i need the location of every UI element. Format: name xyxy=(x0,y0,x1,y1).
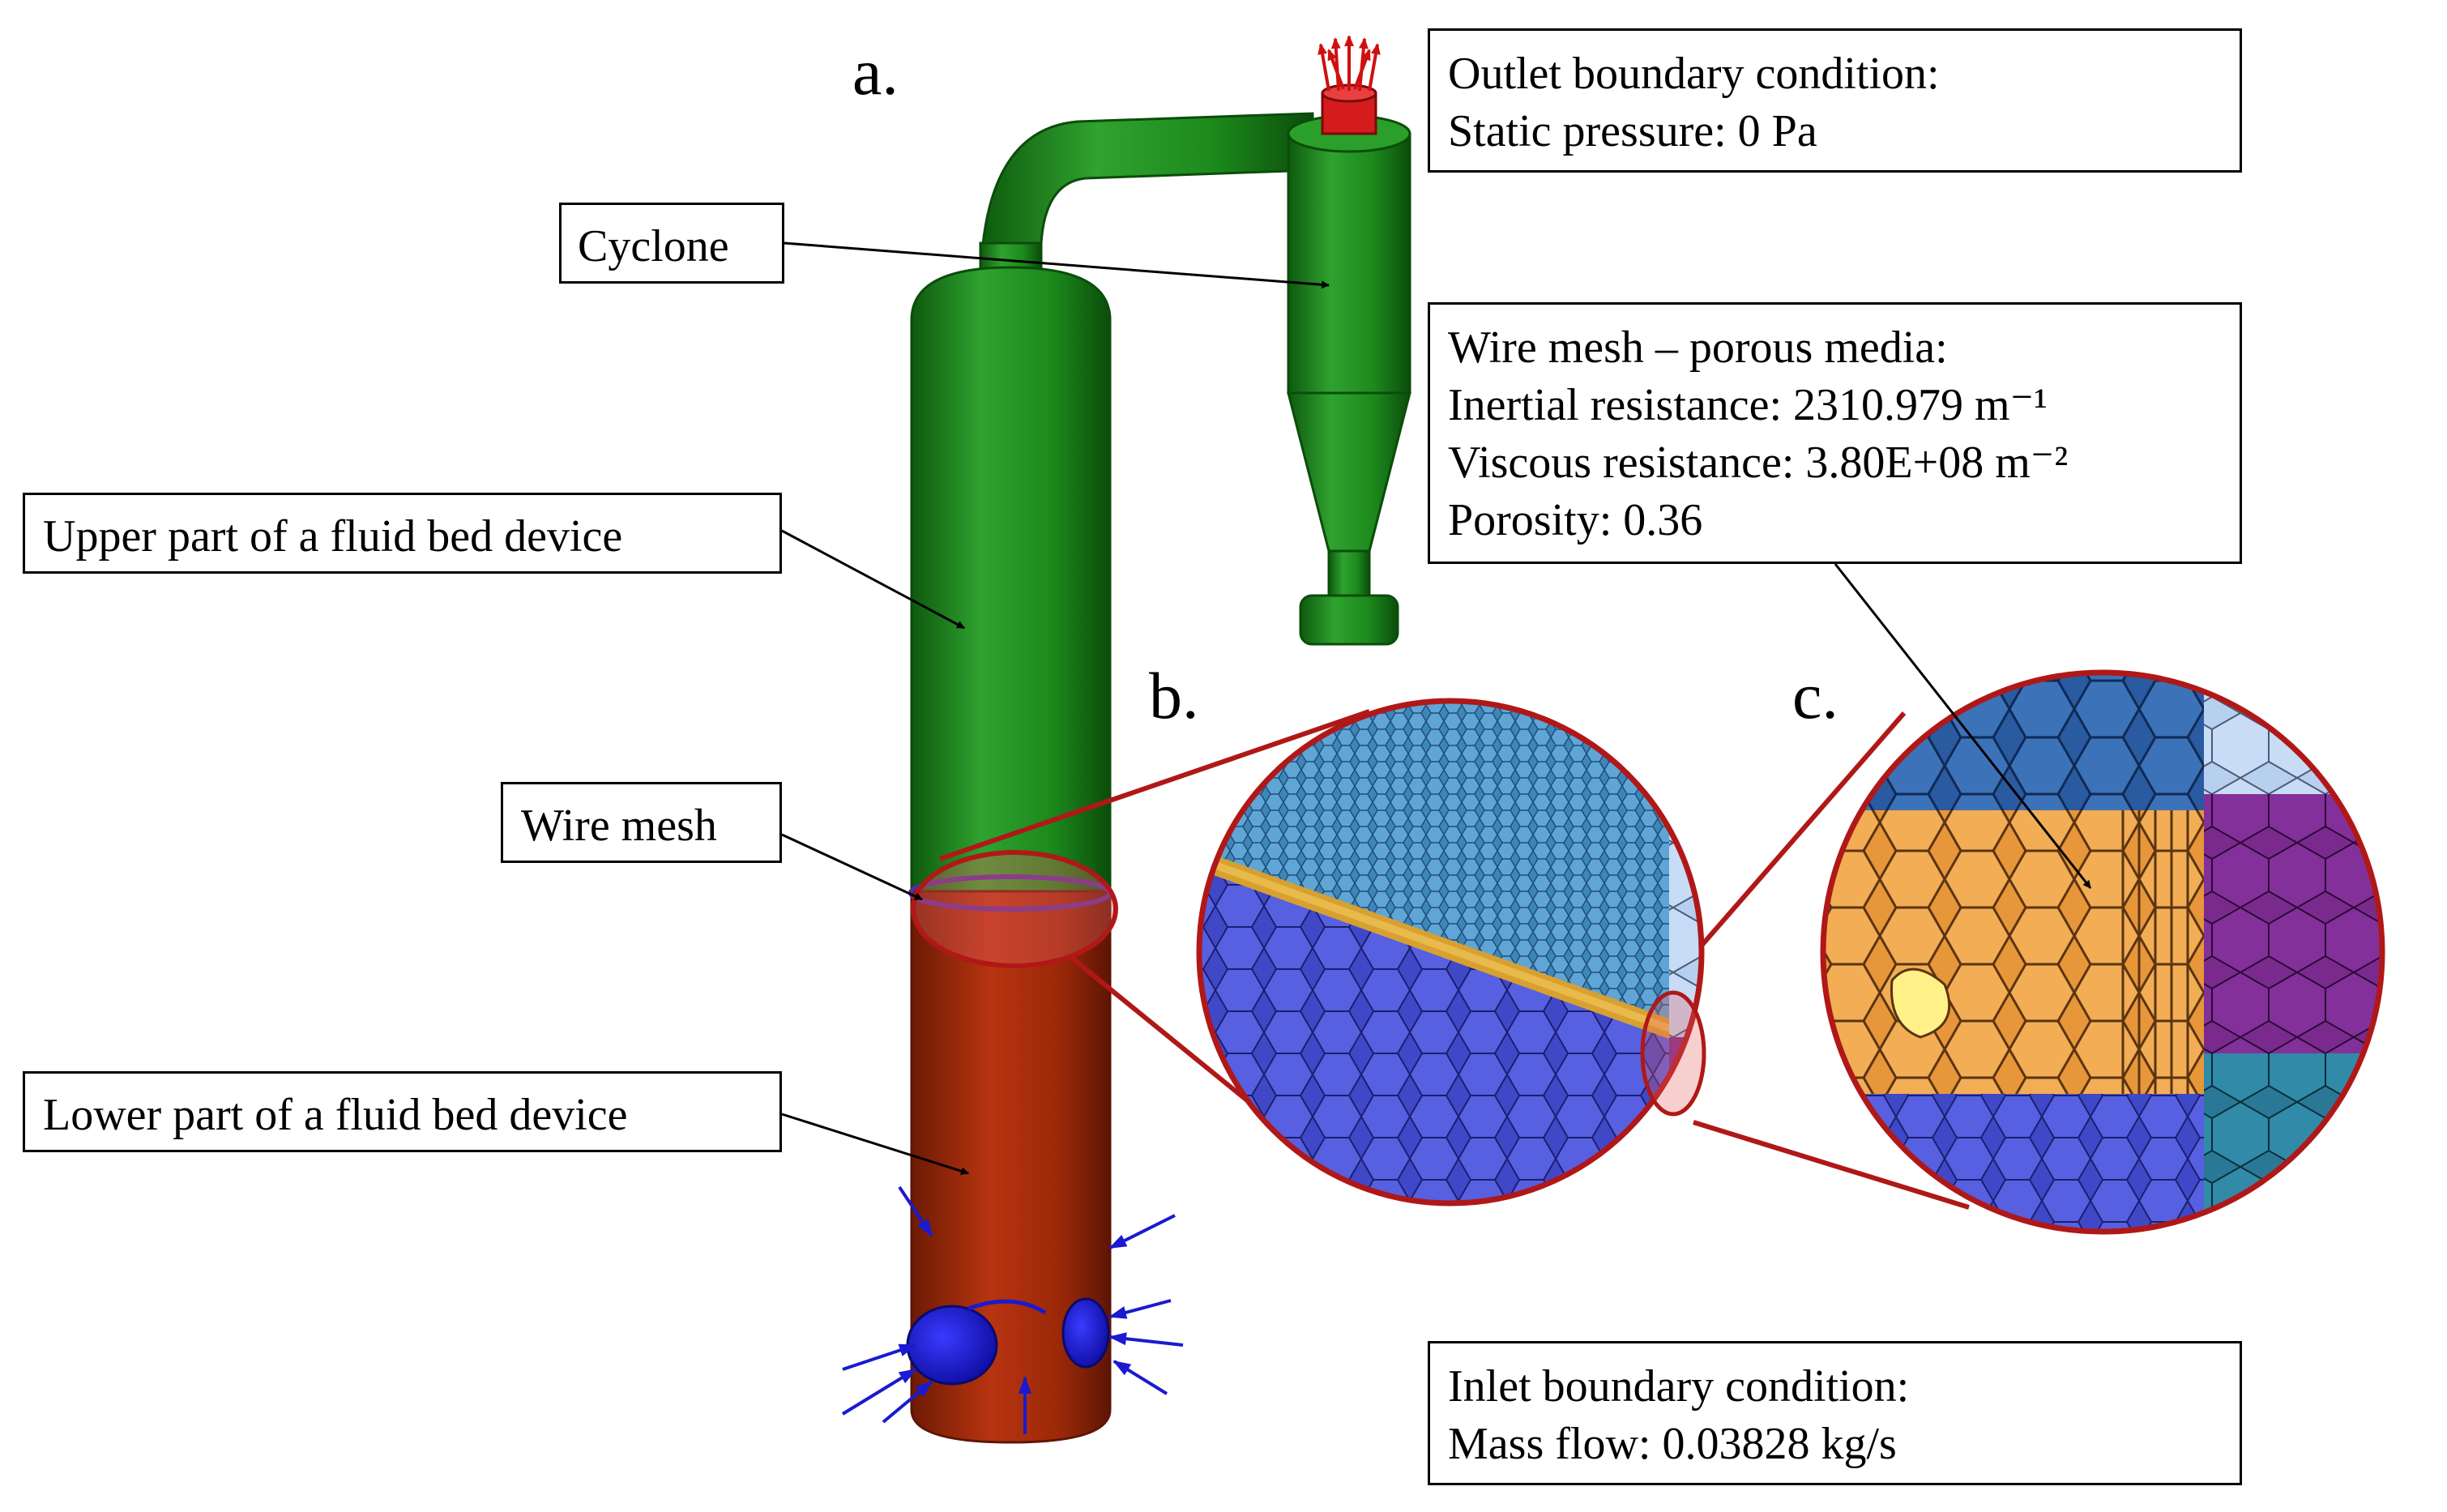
lower-part-label-text: Lower part of a fluid bed device xyxy=(43,1090,628,1140)
porous-inertial-resistance: Inertial resistance: 2310.979 m⁻¹ xyxy=(1448,380,2048,431)
panel-label-b: b. xyxy=(1149,659,1199,733)
panel-label-a: a. xyxy=(852,35,899,109)
zoom-b-mesh xyxy=(1196,698,1706,1207)
outlet-condition-title: Outlet boundary condition: xyxy=(1448,49,1940,99)
wire-mesh-label: Wire mesh xyxy=(501,782,782,863)
inlet-cap-right xyxy=(1061,1297,1110,1369)
outlet-arrows xyxy=(1317,35,1381,92)
upper-part-geometry xyxy=(910,266,1112,893)
cyclone-label: Cyclone xyxy=(559,203,784,284)
lower-part-geometry xyxy=(910,890,1112,1444)
upper-part-label: Upper part of a fluid bed device xyxy=(23,493,782,574)
cyclone-label-text: Cyclone xyxy=(578,221,729,271)
inlet-arrows xyxy=(841,1185,1184,1434)
porous-media-title: Wire mesh – porous media: xyxy=(1448,322,1948,373)
inlet-condition-box: Inlet boundary condition: Mass flow: 0.0… xyxy=(1428,1341,2242,1485)
lower-part-label: Lower part of a fluid bed device xyxy=(23,1071,782,1152)
zoom-b-frame xyxy=(1196,698,1705,1207)
panel-label-c: c. xyxy=(1792,659,1838,733)
zoom-c-mesh xyxy=(1820,669,2385,1235)
cyclone-geometry xyxy=(979,83,1411,646)
upper-part-label-text: Upper part of a fluid bed device xyxy=(43,511,623,562)
inlet-cap-left xyxy=(906,1305,998,1386)
leader-lines xyxy=(781,241,2092,1176)
porous-porosity: Porosity: 0.36 xyxy=(1448,495,1703,546)
fluid-bed-column xyxy=(906,241,1118,1444)
inlet-mass-flow: Mass flow: 0.03828 kg/s xyxy=(1448,1419,1897,1470)
porous-media-box: Wire mesh – porous media: Inertial resis… xyxy=(1428,302,2242,564)
wire-mesh-label-text: Wire mesh xyxy=(521,801,717,851)
zoom-c-frame xyxy=(1820,669,2385,1235)
outlet-static-pressure: Static pressure: 0 Pa xyxy=(1448,106,1817,157)
zoom-b-highlight xyxy=(1640,990,1706,1117)
porous-viscous-resistance: Viscous resistance: 3.80E+08 m⁻² xyxy=(1448,438,2069,489)
inlet-condition-title: Inlet boundary condition: xyxy=(1448,1361,1910,1412)
wire-mesh-highlight xyxy=(911,850,1118,968)
outlet-condition-box: Outlet boundary condition: Static pressu… xyxy=(1428,28,2242,173)
